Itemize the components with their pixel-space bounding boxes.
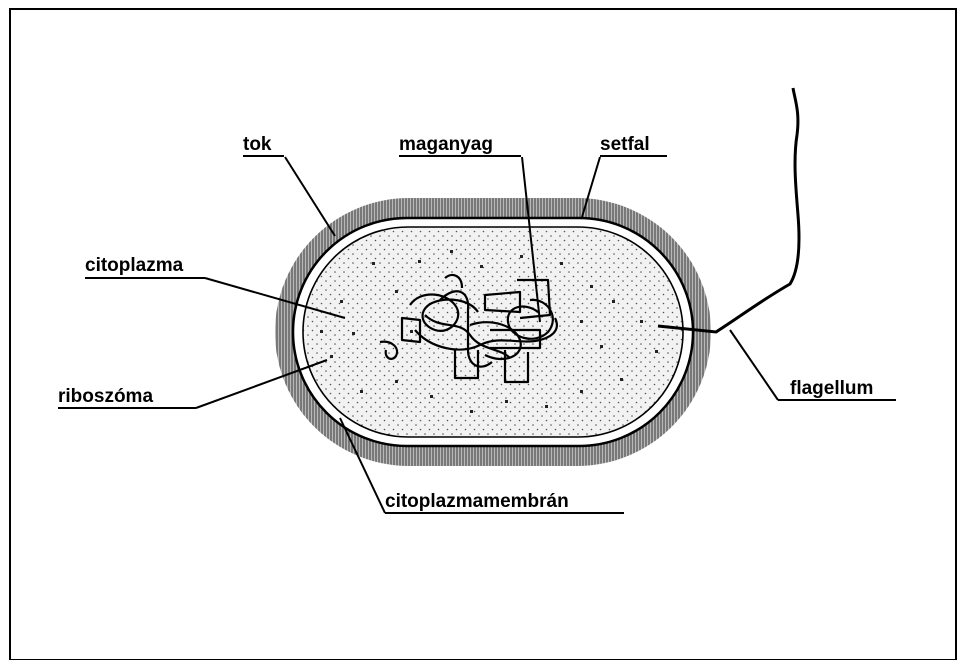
cytoplasm — [303, 227, 683, 437]
label-riboszoma: riboszóma — [58, 386, 153, 407]
leader-tok — [285, 157, 335, 236]
label-flagellum: flagellum — [790, 378, 873, 399]
label-citoplazmamembran: citoplazmamembrán — [385, 491, 569, 512]
label-setfal: setfal — [600, 134, 650, 155]
label-maganyag: maganyag — [399, 134, 493, 155]
label-citoplazma: citoplazma — [85, 255, 184, 276]
leader-flagellum — [730, 330, 778, 400]
label-tok: tok — [243, 134, 272, 155]
